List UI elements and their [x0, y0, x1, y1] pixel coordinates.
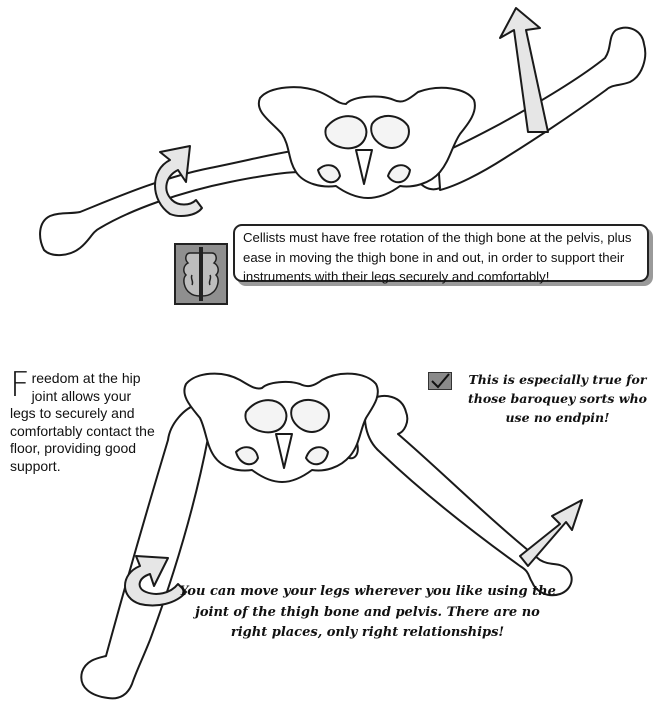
- dropcap-letter: F: [10, 370, 30, 400]
- hip-freedom-text: reedom at the hip joint allows your legs…: [10, 370, 155, 474]
- bottom-diagonal-arrow: [520, 500, 582, 566]
- cello-icon-graphic: [176, 245, 226, 303]
- callout-text: Cellists must have free rotation of the …: [243, 230, 632, 284]
- cello-icon: [174, 243, 228, 305]
- hip-freedom-note: F reedom at the hip joint allows your le…: [10, 370, 155, 475]
- cellist-rotation-callout: Cellists must have free rotation of the …: [233, 224, 649, 282]
- bottom-pelvis: [184, 374, 377, 482]
- leg-movement-note: You can move your legs wherever you like…: [175, 582, 560, 644]
- baroque-endpin-note: This is especially true for those baroqu…: [455, 370, 660, 427]
- leg-movement-text: You can move your legs wherever you like…: [179, 584, 556, 640]
- checkmark-icon: [428, 372, 452, 390]
- checkmark-icon-graphic: [429, 373, 451, 389]
- baroque-endpin-text: This is especially true for those baroqu…: [468, 372, 647, 425]
